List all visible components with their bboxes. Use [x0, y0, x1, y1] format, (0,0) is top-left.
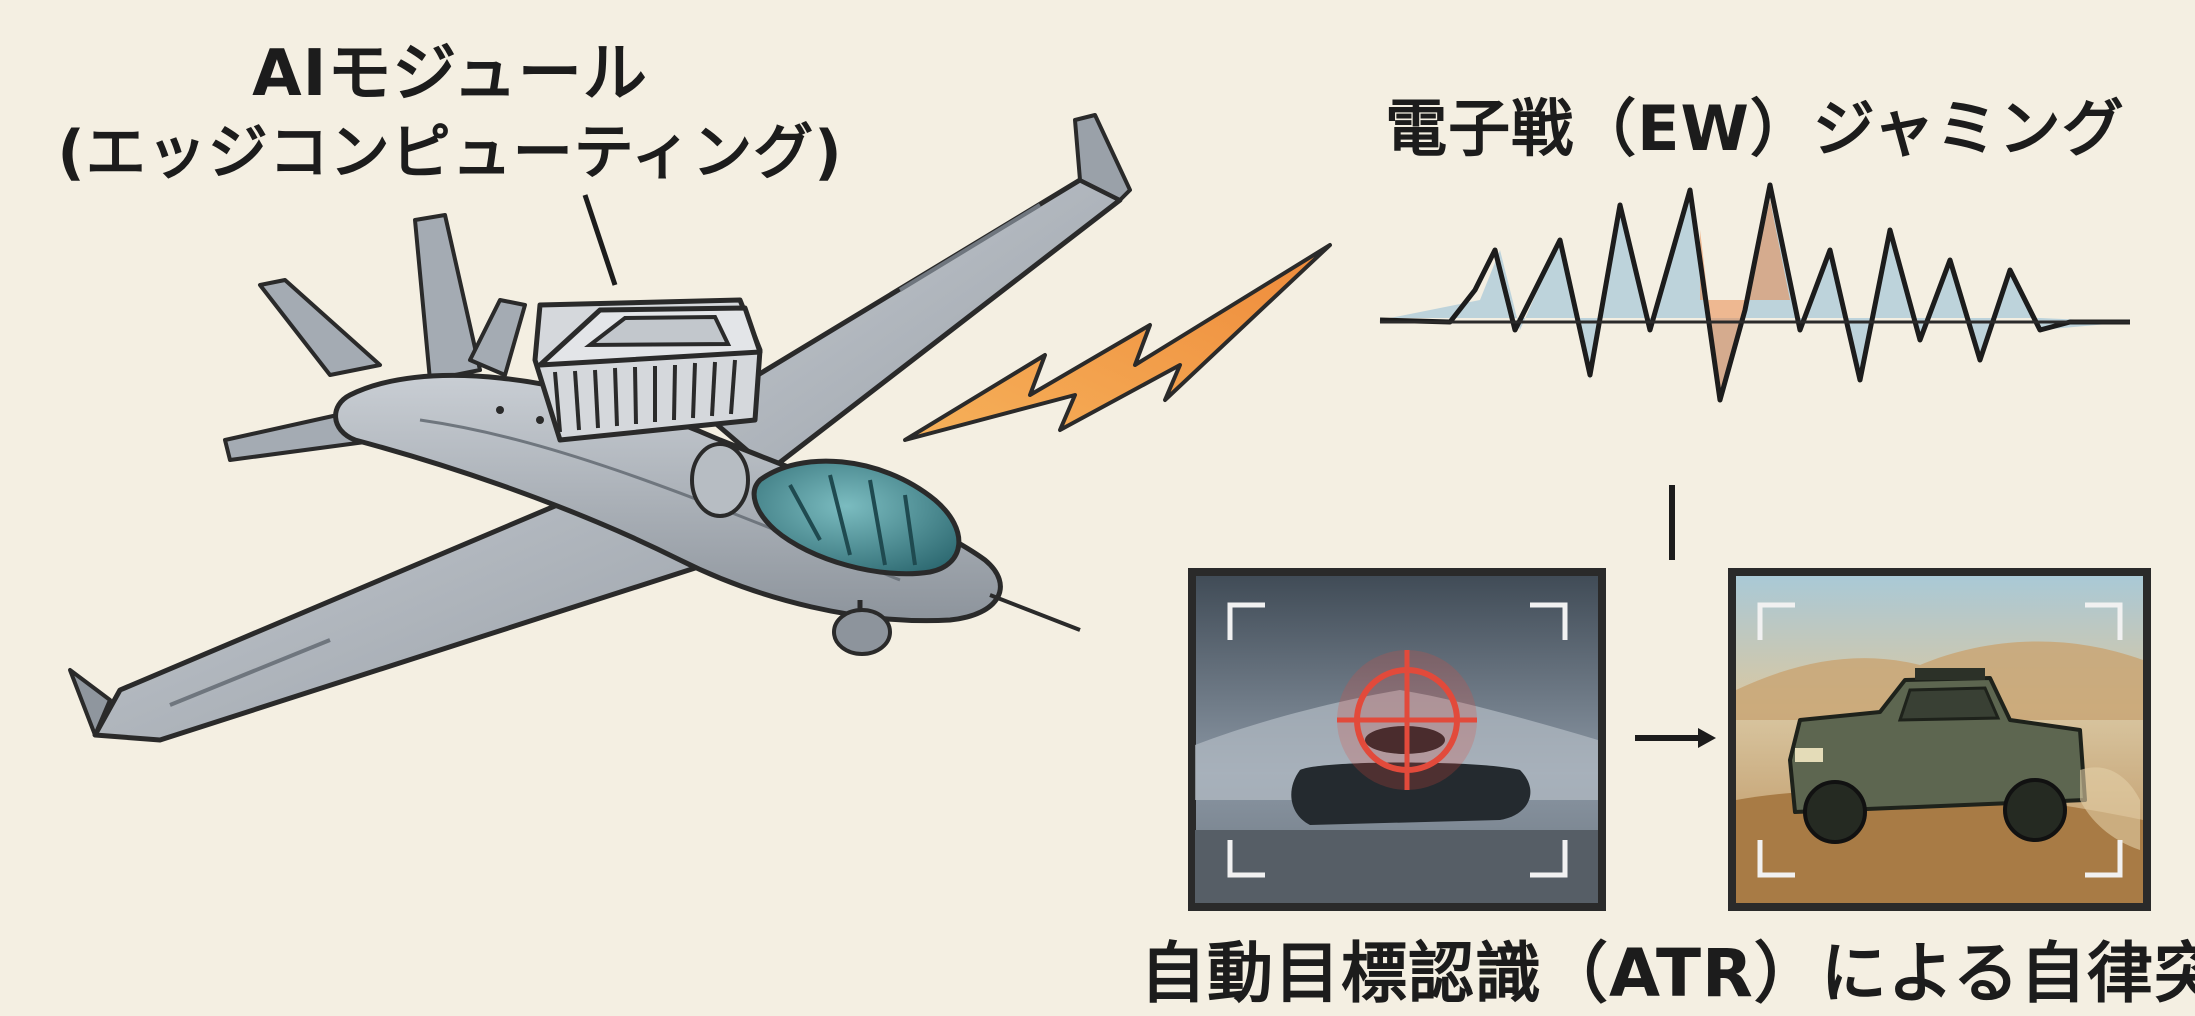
- ai-chip-icon: [532, 194, 763, 443]
- lightning-bolt-icon: [903, 243, 1332, 442]
- vehicle-target-icon: [1728, 568, 2151, 911]
- ew-jamming-label: 電子戦（EW）ジャミング: [1385, 92, 2125, 165]
- jamming-waveform-icon: [1379, 182, 2130, 560]
- drone-canopy: [751, 458, 962, 577]
- targeting-reticle-icon: [1337, 650, 1477, 790]
- ai-module-subtitle: (エッジコンピューティング): [57, 118, 843, 188]
- atr-caption: 自動目標認識（ATR）による自律突入: [1140, 935, 2195, 1012]
- drone: [68, 113, 1132, 743]
- arrow-right-icon: [1635, 728, 1716, 748]
- drone-right-wing: [697, 177, 1123, 473]
- atr-thermal-panel: [1188, 568, 1606, 911]
- ai-module-title: AIモジュール: [252, 37, 648, 111]
